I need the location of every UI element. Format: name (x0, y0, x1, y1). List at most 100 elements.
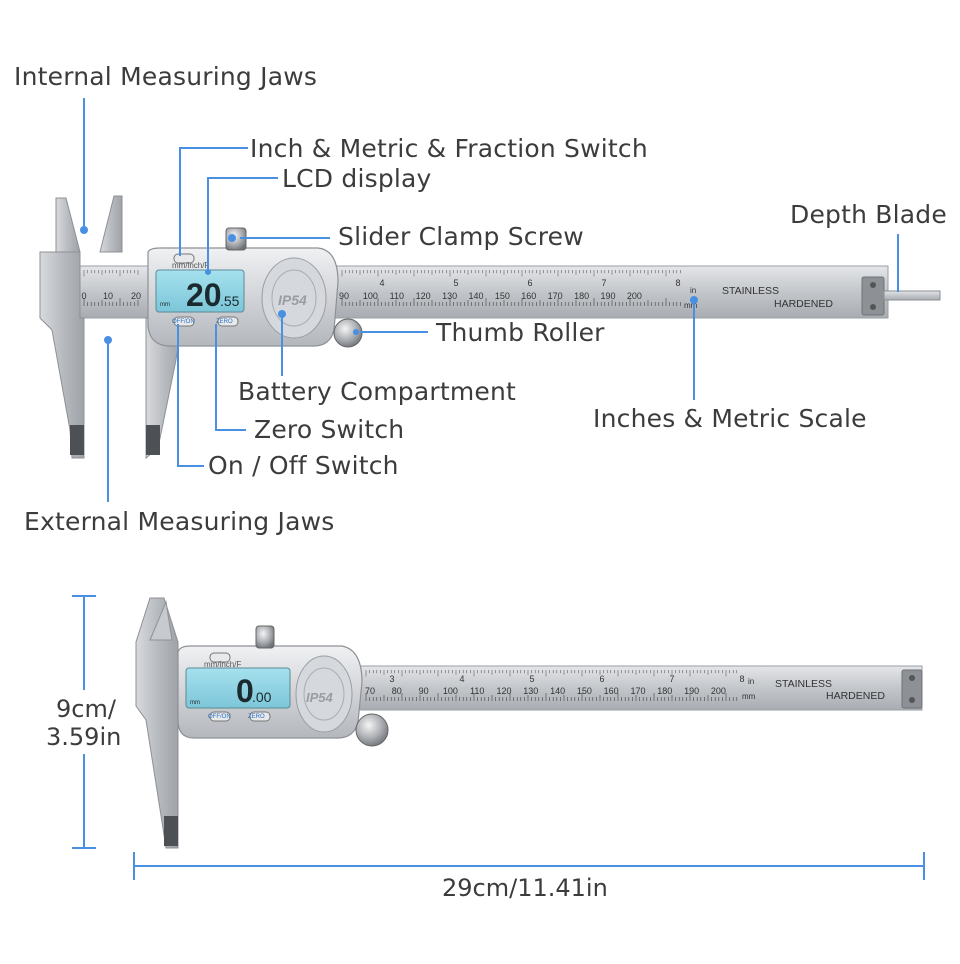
top-lcd-unit: mm (160, 302, 170, 308)
dot-thumb-roller (353, 329, 359, 335)
inch-scale-label: 4 (459, 674, 464, 684)
leader-lines (72, 98, 925, 880)
top-lcd-decimal: .55 (220, 293, 240, 309)
mm-scale-label: 0 (81, 291, 86, 301)
label-internal-jaws: Internal Measuring Jaws (14, 62, 318, 91)
bottom-fixed-jaw (135, 597, 179, 849)
mm-scale-label: 10 (103, 291, 113, 301)
dim-height-label-2: 3.59in (46, 723, 122, 751)
leader-onoff-switch (177, 324, 204, 467)
bottom-caliper: mm/inch/F 0 .00 mm OFF/ON ZERO IP54 in m… (135, 597, 923, 849)
mm-scale-label: 80 (392, 686, 402, 696)
bottom-onoff-button[interactable] (209, 711, 231, 722)
mm-scale-label: 150 (577, 686, 592, 696)
bottom-lcd-main: 0 (236, 673, 254, 709)
mm-scale-label: 160 (521, 291, 536, 301)
mm-scale-label: 110 (470, 686, 484, 696)
bottom-stamp-1: STAINLESS (775, 678, 832, 690)
dot-scale (690, 296, 698, 304)
top-caliper: mm/inch/F 20 .55 mm OFF/ON ZERO IP54 in … (39, 195, 941, 460)
bottom-thumb-roller-icon (355, 713, 389, 747)
label-lcd-display: LCD display (282, 164, 432, 193)
mm-scale-label: 130 (523, 686, 538, 696)
mm-scale-label: 160 (604, 686, 619, 696)
bottom-moving-jaw (149, 600, 173, 641)
mm-scale-label: 90 (419, 686, 429, 696)
top-depth-blade (883, 290, 941, 301)
bottom-fraction-button[interactable] (209, 652, 231, 663)
mm-scale-label: 20 (131, 291, 141, 301)
mm-scale-label: 120 (416, 291, 431, 301)
leader-fraction-switch (179, 147, 248, 256)
bottom-battery-inner (303, 667, 345, 721)
inch-scale-label: 6 (527, 278, 532, 288)
dim-height-label-1: 9cm/ (56, 695, 116, 723)
leader-lcd-display (207, 177, 278, 272)
top-zero-button[interactable] (217, 316, 239, 327)
mm-scale-label: 120 (496, 686, 511, 696)
bottom-scale-ticks (365, 670, 738, 701)
bottom-zero-button[interactable] (249, 711, 271, 722)
bottom-unit-in: in (748, 677, 754, 686)
inch-scale-label: 8 (739, 674, 744, 684)
top-zero-text: ZERO (216, 319, 233, 325)
top-onoff-button[interactable] (173, 316, 195, 327)
top-fixed-inner-jaw (55, 197, 81, 253)
mm-scale-label: 100 (363, 291, 378, 301)
inch-scale-label: 7 (669, 674, 674, 684)
inch-scale-label: 8 (675, 278, 680, 288)
top-fraction-button[interactable] (173, 253, 195, 264)
bottom-lcd-decimal: .00 (252, 689, 272, 705)
bottom-clamp-screw-icon (255, 625, 275, 649)
leader-dots (80, 226, 698, 344)
mm-scale-label: 200 (627, 291, 642, 301)
label-depth-blade: Depth Blade (790, 200, 947, 229)
mm-scale-label: 190 (600, 291, 615, 301)
bottom-lcd-unit: mm (190, 700, 200, 706)
mm-scale-label: 200 (711, 686, 726, 696)
top-stamp-2: HARDENED (774, 298, 833, 310)
dot-clamp-screw (228, 234, 236, 242)
top-end-screw-icon (870, 304, 876, 310)
mm-scale-label: 100 (443, 686, 458, 696)
top-moving-jaw-tip (146, 425, 160, 455)
top-lcd-screen (155, 269, 245, 313)
mm-scale-label: 70 (365, 686, 375, 696)
label-scale: Inches & Metric Scale (593, 404, 867, 433)
bottom-brand: IP54 (306, 690, 334, 705)
dim-length-label: 29cm/11.41in (442, 874, 608, 902)
dot-lcd (205, 269, 211, 275)
mm-scale-label: 180 (574, 291, 589, 301)
mm-scale-label: 170 (630, 686, 645, 696)
top-stamp-1: STAINLESS (722, 285, 779, 297)
inch-scale-label: 3 (389, 674, 394, 684)
top-moving-inner-jaw (99, 195, 123, 253)
top-head-label: mm/inch/F (172, 261, 209, 270)
label-external-jaws: External Measuring Jaws (24, 507, 335, 536)
label-onoff-switch: On / Off Switch (208, 451, 399, 480)
top-end-screw-icon (870, 282, 876, 288)
mm-scale-label: 140 (468, 291, 483, 301)
label-fraction-switch: Inch & Metric & Fraction Switch (250, 134, 648, 163)
inch-scale-label: 4 (379, 278, 384, 288)
mm-scale-label: 190 (684, 686, 699, 696)
top-fixed-jaw-tip (70, 425, 84, 455)
top-lcd-main: 20 (186, 277, 222, 313)
bottom-end-screw-icon (909, 697, 915, 703)
mm-scale-label: 90 (339, 291, 349, 301)
top-unit-in: in (690, 286, 696, 295)
bottom-end-cap (901, 669, 923, 709)
bottom-lcd-screen (185, 667, 291, 709)
dot-battery (278, 310, 286, 318)
mm-scale-label: 110 (390, 291, 404, 301)
bottom-head-label: mm/inch/F (204, 660, 241, 669)
leader-zero-switch (215, 324, 246, 431)
mm-scale-label: 180 (657, 686, 672, 696)
bottom-zero-text: ZERO (248, 714, 265, 720)
dot-external-jaws (104, 336, 112, 344)
top-battery-inner (271, 269, 317, 327)
